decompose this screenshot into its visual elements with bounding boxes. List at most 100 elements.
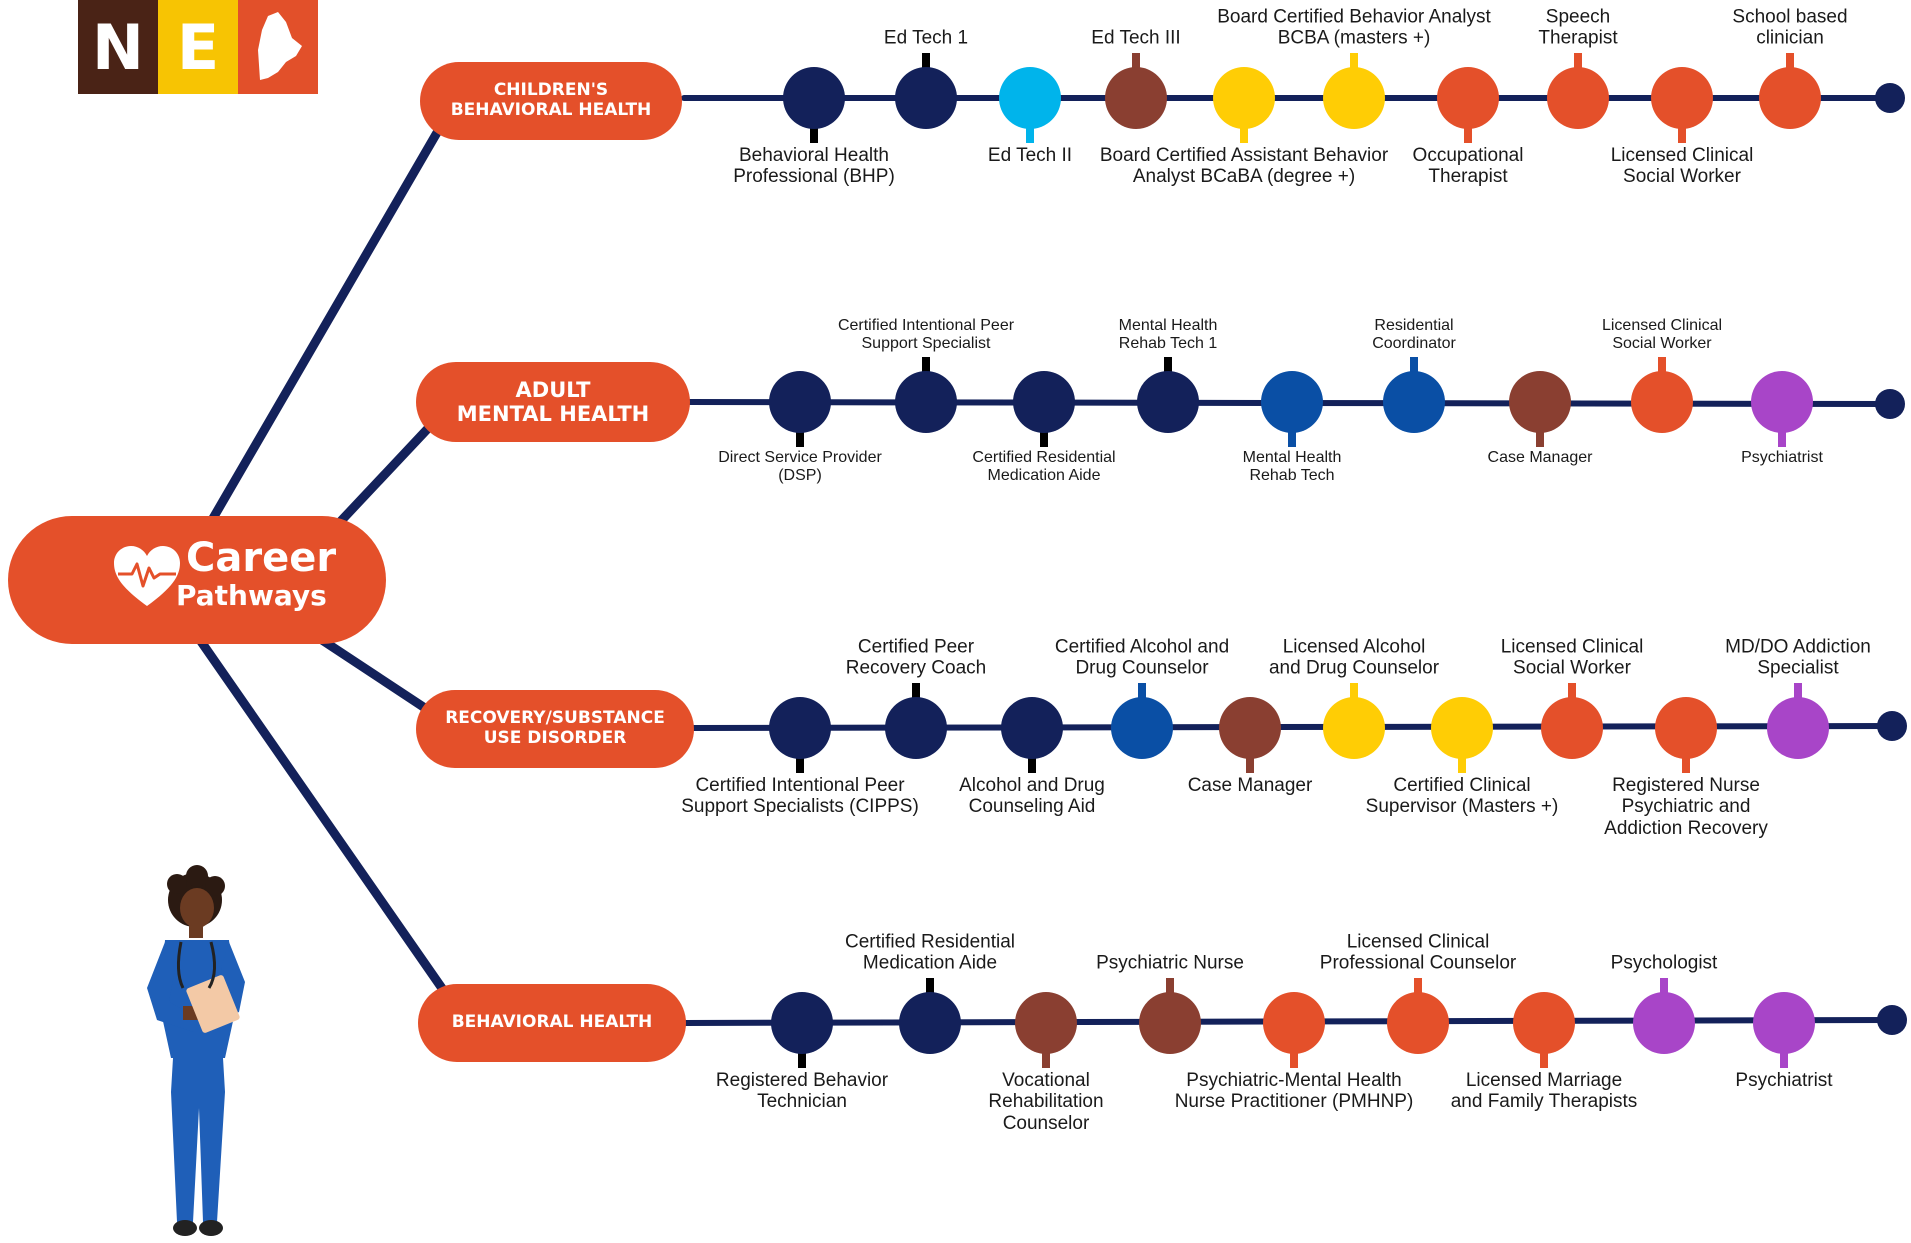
career-stop-dot [1759, 67, 1821, 129]
career-stop-label-line: Psychiatrist [1741, 449, 1823, 466]
career-stop-dot [769, 697, 831, 759]
career-stop-label-line: Case Manager [1187, 775, 1313, 796]
stop-tick [1678, 125, 1686, 143]
career-stop-dot [999, 67, 1061, 129]
career-stop-label-line: Direct Service Provider [718, 449, 882, 466]
career-stop-dot [1753, 992, 1815, 1054]
stop-tick [1682, 755, 1690, 773]
hub-title: Career [186, 535, 337, 581]
career-stop-dot [1001, 697, 1063, 759]
career-stop-dot [895, 67, 957, 129]
career-stop-label: Case Manager [1488, 449, 1593, 467]
career-stop-dot [1263, 992, 1325, 1054]
career-stop-dot [1437, 67, 1499, 129]
career-stop-label: Psychiatrist [1741, 449, 1823, 467]
career-stop-label-line: Licensed Alcohol [1282, 636, 1426, 658]
career-stop-label-line: Board Certified Behavior Analyst [1217, 6, 1491, 28]
career-stop-dot [1541, 697, 1603, 759]
career-stop-dot [1655, 697, 1717, 759]
category-label-line: CHILDREN'S [493, 80, 609, 101]
ne-logo: N E [78, 0, 318, 94]
career-stop-dot [885, 697, 947, 759]
career-stop-label-line: Licensed Clinical [1610, 145, 1754, 166]
stop-tick [1042, 1050, 1050, 1068]
career-stop-label-line: Ed Tech III [1091, 27, 1181, 49]
career-stop-label-line: and Drug Counselor [1268, 657, 1440, 679]
career-stop-label: Psychologist [1611, 953, 1718, 974]
career-stop-label-line: Support Specialist [861, 335, 991, 353]
career-stop-dot [1323, 67, 1385, 129]
career-stop-label-line: Certified Residential [972, 449, 1116, 466]
stop-tick [1780, 1050, 1788, 1068]
track-end-dot-adult [1875, 389, 1905, 419]
stop-tick [1040, 429, 1048, 447]
career-stop-label: Ed Tech II [988, 145, 1072, 166]
career-stop-label-line: Drug Counselor [1075, 657, 1209, 679]
career-stop-label-line: Ed Tech 1 [883, 27, 969, 49]
career-stop-label-line: Medication Aide [987, 466, 1101, 484]
career-stop-label: Direct Service Provider(DSP) [718, 449, 882, 485]
stop-tick [1246, 755, 1254, 773]
career-stop-label-line: Counseling Aid [968, 796, 1096, 818]
career-stop-label: Ed Tech III [1091, 28, 1180, 49]
stop-tick [1240, 125, 1248, 143]
career-stop-label-line: MD/DO Addiction [1725, 636, 1871, 658]
career-stop-label-line: Supervisor (Masters +) [1365, 796, 1559, 818]
stop-tick [1540, 1050, 1548, 1068]
career-stop-dot [1767, 697, 1829, 759]
track-end-dot-behavioral [1877, 1005, 1907, 1035]
career-stop-label-line: Certified Intentional Peer [695, 775, 905, 796]
career-stop-label-line: Certified Residential [844, 931, 1016, 953]
career-stop-label-line: Rehabilitation [988, 1091, 1104, 1113]
stop-tick [1164, 357, 1172, 375]
nurse-with-clipboard-icon [147, 865, 245, 1236]
career-stop-label-line: Vocational [1002, 1070, 1090, 1091]
career-stop-label-line: Therapist [1538, 27, 1618, 49]
career-stop-label: Ed Tech 1 [884, 28, 968, 49]
track-end-dot-children [1875, 83, 1905, 113]
career-stop-label-line: Certified Intentional Peer [837, 317, 1015, 335]
career-stop-label-line: Professional Counselor [1319, 952, 1517, 974]
career-stop-label-line: Mental Health [1118, 317, 1218, 335]
career-stop-dot [1111, 697, 1173, 759]
career-stop-label-line: Alcohol and Drug [959, 775, 1105, 796]
career-stop-dot [1323, 697, 1385, 759]
career-stop-label-line: Support Specialists (CIPPS) [681, 796, 919, 818]
career-stop-label-line: Specialist [1757, 657, 1839, 679]
career-stop-label-line: Certified Alcohol and [1054, 636, 1230, 658]
maine-state-shape-icon [238, 0, 318, 94]
career-stop-label-line: Rehab Tech 1 [1118, 335, 1218, 353]
stop-tick [1778, 429, 1786, 447]
stop-tick [1458, 755, 1466, 773]
stop-tick [1026, 125, 1034, 143]
career-stop-label-line: Licensed Marriage [1465, 1070, 1623, 1091]
career-stop-label-line: Analyst BCaBA (degree +) [1132, 166, 1356, 188]
career-stop-label: Psychiatric Nurse [1096, 953, 1244, 974]
career-stop-dot [1213, 67, 1275, 129]
stop-tick [1290, 1050, 1298, 1068]
career-stop-label-line: Technician [757, 1091, 847, 1113]
career-stop-label: Psychiatrist [1735, 1070, 1832, 1091]
stop-tick [1166, 978, 1174, 996]
career-pathways-hub: Career Pathways [8, 516, 386, 644]
category-label-line: ADULT [515, 377, 591, 402]
career-stop-label-line: Medication Aide [862, 952, 998, 974]
career-stop-label-line: Social Worker [1513, 657, 1631, 679]
career-stop-label-line: Nurse Practitioner (PMHNP) [1174, 1091, 1414, 1113]
